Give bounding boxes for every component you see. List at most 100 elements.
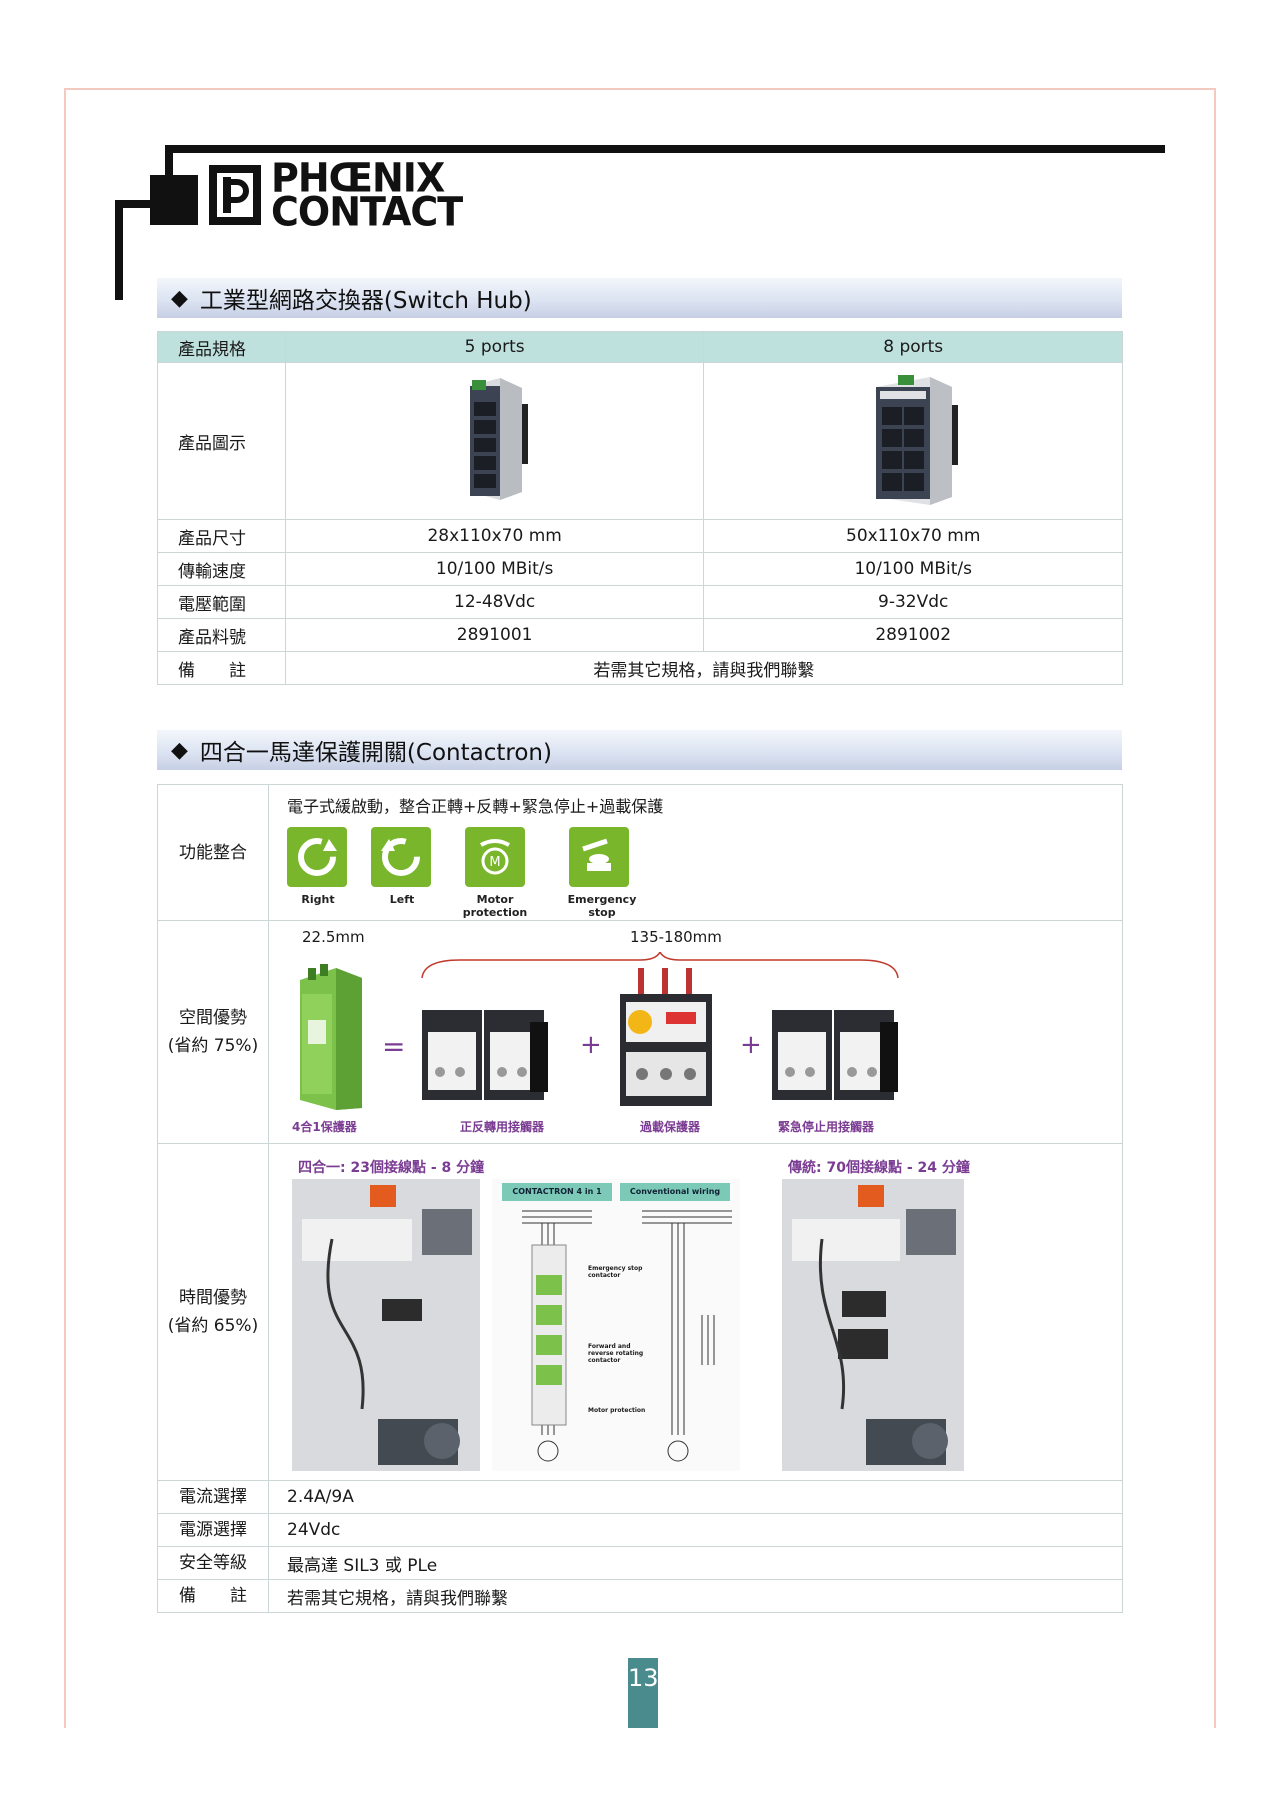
wiring-photo-left-icon	[292, 1179, 480, 1471]
function-icon-left: Left	[371, 827, 433, 906]
section-title-text: 四合一馬達保護開關(Contactron)	[199, 740, 552, 766]
icon-caption: Emergency stop	[567, 893, 637, 919]
circuit-diagram: CONTACTRON 4 in 1 Conventional wiring	[492, 1179, 740, 1471]
label-emergency-stop: Emergency stop contactor	[588, 1265, 643, 1279]
motor-protection-icon: M	[465, 827, 525, 887]
column-8-ports: 8 ports	[703, 331, 1123, 363]
plus-icon: +	[580, 1030, 602, 1060]
cell-value: 2891002	[703, 618, 1123, 652]
logo-line-1: PHŒNIX	[271, 154, 445, 202]
header-rule	[165, 145, 1165, 153]
table-row-note: 備 註 若需其它規格，請與我們聯繫	[157, 1579, 1123, 1613]
row-label: 電源選擇	[157, 1513, 269, 1547]
table-row: 產品料號 2891001 2891002	[157, 618, 1123, 652]
cell-value: 最高達 SIL3 或 PLe	[268, 1546, 1123, 1580]
cell-value: 50x110x70 mm	[703, 519, 1123, 553]
function-icon-motor: M Motor protection	[455, 827, 535, 919]
table-row: 傳輸速度 10/100 MBit/s 10/100 MBit/s	[157, 552, 1123, 586]
cell-value: 24Vdc	[268, 1513, 1123, 1547]
emergency-stop-icon	[569, 827, 629, 887]
cell-value: 28x110x70 mm	[284, 519, 705, 553]
column-5-ports: 5 ports	[284, 331, 705, 363]
table-row-note: 備 註 若需其它規格，請與我們聯繫	[157, 651, 1124, 685]
caption-4in1: 4合1保護器	[292, 1120, 357, 1134]
dimension-right: 135-180mm	[630, 928, 722, 946]
page-frame-left	[64, 88, 66, 1728]
table-row: 電流選擇 2.4A/9A	[157, 1480, 1123, 1514]
cell-value: 9-32Vdc	[703, 585, 1123, 619]
caption-overload: 過載保護器	[640, 1120, 701, 1134]
right-rotation-icon	[287, 827, 347, 887]
dimension-left: 22.5mm	[302, 928, 365, 946]
caption-left: 四合一: 23個接線點 - 8 分鐘	[298, 1160, 485, 1176]
row-label: 電流選擇	[157, 1480, 269, 1514]
header-rule-step	[115, 200, 173, 208]
circuit-diagram-icon	[522, 1210, 732, 1462]
table-row: 電源選擇 24Vdc	[157, 1513, 1123, 1547]
space-row: 空間優勢 (省約 75%) 22.5mm 135-180mm =	[157, 920, 1123, 1144]
row-label: 電壓範圍	[157, 585, 286, 619]
emergency-contactor-icon	[772, 1010, 898, 1100]
row-label: 備 註	[157, 1579, 269, 1613]
cell-value: 10/100 MBit/s	[284, 552, 705, 586]
label-forward-reverse: Forward and reverse rotating contactor	[588, 1343, 644, 1364]
function-icon-emergency: Emergency stop	[557, 827, 647, 919]
switch-8-port-icon	[876, 374, 959, 505]
contactron-4in1-icon	[300, 964, 362, 1110]
function-cell: 電子式緩啟動，整合正轉+反轉+緊急停止+過載保護 Right Left	[268, 784, 1123, 921]
cell-value: 2891001	[284, 618, 705, 652]
function-icon-right: Right	[287, 827, 349, 906]
picture-label: 產品圖示	[157, 362, 286, 520]
space-label-cell: 空間優勢 (省約 75%)	[157, 920, 269, 1144]
label-motor-protection: Motor protection	[588, 1407, 646, 1414]
caption-right: 傳統: 70個接線點 - 24 分鐘	[788, 1160, 970, 1176]
function-icons: Right Left M Motor protection	[287, 827, 1121, 919]
icon-caption: Motor protection	[462, 893, 528, 919]
page-frame-right	[1214, 88, 1216, 1728]
row-label: 產品料號	[157, 618, 286, 652]
plus-icon: +	[740, 1030, 762, 1060]
icon-caption: Left	[389, 893, 415, 906]
header-block	[150, 175, 198, 225]
left-rotation-icon	[371, 827, 431, 887]
table-row: 電壓範圍 12-48Vdc 9-32Vdc	[157, 585, 1123, 619]
row-label: 產品尺寸	[157, 519, 286, 553]
time-label-cell: 時間優勢 (省約 65%)	[157, 1143, 269, 1481]
space-cell: 22.5mm 135-180mm =	[268, 920, 1123, 1144]
row-label: 空間優勢	[179, 1008, 247, 1028]
switch-hub-spec-table: 產品規格 5 ports 8 ports 產品圖示	[157, 331, 1124, 685]
section-title-switch-hub: ◆ 工業型網路交換器(Switch Hub)	[157, 278, 1122, 318]
time-row: 時間優勢 (省約 65%) 四合一: 23個接線點 - 8 分鐘 傳統: 70個…	[157, 1143, 1123, 1481]
header-rule-left	[115, 200, 123, 300]
diamond-bullet-icon: ◆	[171, 737, 188, 763]
overload-relay-icon	[620, 968, 712, 1106]
row-label: 功能整合	[157, 784, 269, 921]
row-sublabel: (省約 65%)	[167, 1316, 259, 1336]
cell-value: 12-48Vdc	[284, 585, 705, 619]
header-label: 產品規格	[157, 331, 286, 363]
logo-wordmark: PHŒNIX CONTACT	[271, 154, 463, 236]
cell-value: 10/100 MBit/s	[703, 552, 1123, 586]
table-row: 安全等級 最高達 SIL3 或 PLe	[157, 1546, 1123, 1580]
logo-line-2: CONTACT	[271, 188, 463, 236]
svg-text:M: M	[489, 855, 500, 870]
cell-value: 若需其它規格，請與我們聯繫	[268, 1579, 1123, 1613]
icon-caption: Right	[301, 893, 335, 906]
wiring-photo-right-icon	[782, 1179, 964, 1471]
tag-conventional: Conventional wiring	[620, 1183, 730, 1201]
row-label: 備 註	[157, 651, 286, 685]
contactron-spec-table: 功能整合 電子式緩啟動，整合正轉+反轉+緊急停止+過載保護 Right Left	[157, 784, 1123, 1613]
phoenix-contact-logo: PHŒNIX CONTACT	[207, 154, 463, 236]
table-row: 產品尺寸 28x110x70 mm 50x110x70 mm	[157, 519, 1123, 553]
product-picture-row: 產品圖示	[157, 362, 1123, 520]
row-label: 安全等級	[157, 1546, 269, 1580]
phoenix-logo-icon	[209, 165, 261, 225]
section-title-text: 工業型網路交換器(Switch Hub)	[199, 288, 532, 314]
note-value: 若需其它規格，請與我們聯繫	[284, 651, 1124, 685]
switch-8-port-image	[703, 362, 1123, 520]
cell-value: 2.4A/9A	[268, 1480, 1123, 1514]
row-label: 時間優勢	[179, 1288, 247, 1308]
caption-contactor: 正反轉用接觸器	[460, 1120, 545, 1134]
tag-contactron: CONTACTRON 4 in 1	[502, 1183, 612, 1201]
switch-5-port-image	[284, 362, 705, 520]
